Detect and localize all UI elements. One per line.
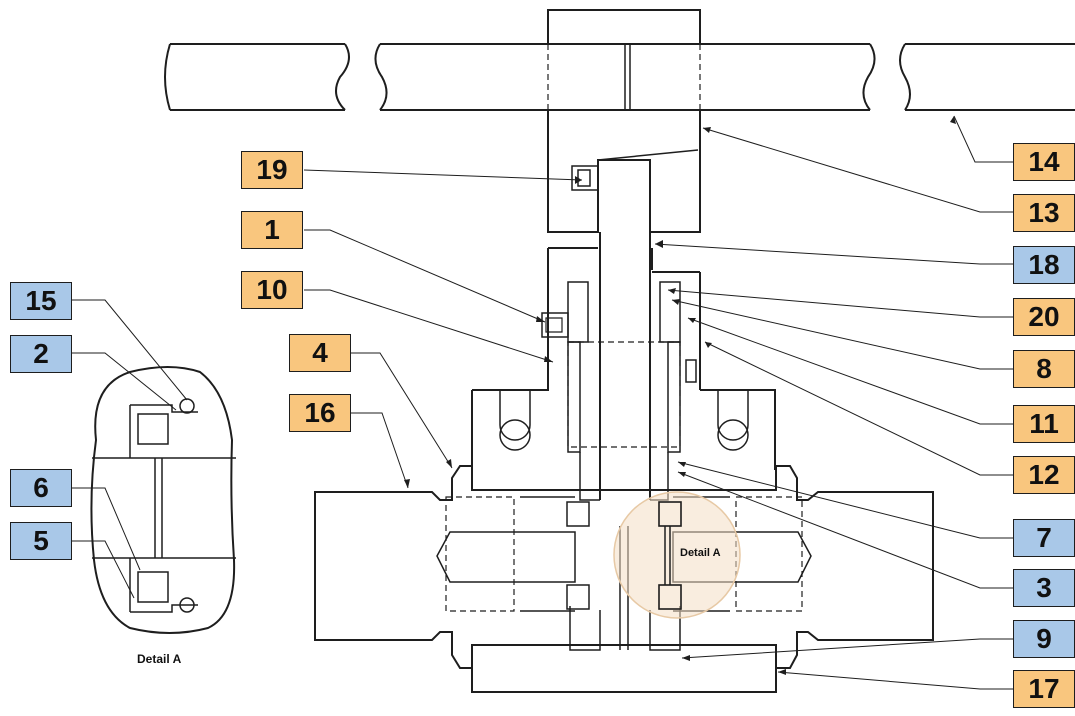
- detail-a-highlight-circle: [613, 491, 741, 619]
- bonnet-dashed: [567, 341, 681, 448]
- callout-1: 1: [241, 211, 303, 249]
- leader-arrowheads: [404, 116, 956, 675]
- detail-a-inset-caption: Detail A: [137, 652, 182, 666]
- callout-17: 17: [1013, 670, 1075, 708]
- valve-body-main: [314, 465, 934, 693]
- callout-5: 5: [10, 522, 72, 560]
- callout-20: 20: [1013, 298, 1075, 336]
- detail-a-parts: [658, 501, 682, 610]
- stem: [599, 232, 651, 500]
- callout-8: 8: [1013, 350, 1075, 388]
- callout-2: 2: [10, 335, 72, 373]
- callout-10: 10: [241, 271, 303, 309]
- leader-lines: [71, 115, 1016, 690]
- packing-nut: [541, 247, 701, 390]
- detail-a-circle-caption: Detail A: [680, 547, 721, 559]
- callout-19: 19: [241, 151, 303, 189]
- callout-16: 16: [289, 394, 351, 432]
- handle-bar: [164, 43, 1075, 111]
- valve-body-upper: [471, 341, 776, 501]
- callout-18: 18: [1013, 246, 1075, 284]
- callout-9: 9: [1013, 620, 1075, 658]
- callout-11: 11: [1013, 405, 1075, 443]
- callout-7: 7: [1013, 519, 1075, 557]
- callout-4: 4: [289, 334, 351, 372]
- callout-12: 12: [1013, 456, 1075, 494]
- callout-6: 6: [10, 469, 72, 507]
- handle-hub: [547, 9, 701, 233]
- callout-3: 3: [1013, 569, 1075, 607]
- callout-14: 14: [1013, 143, 1075, 181]
- callout-15: 15: [10, 282, 72, 320]
- detail-a-inset: [90, 366, 236, 634]
- callout-13: 13: [1013, 194, 1075, 232]
